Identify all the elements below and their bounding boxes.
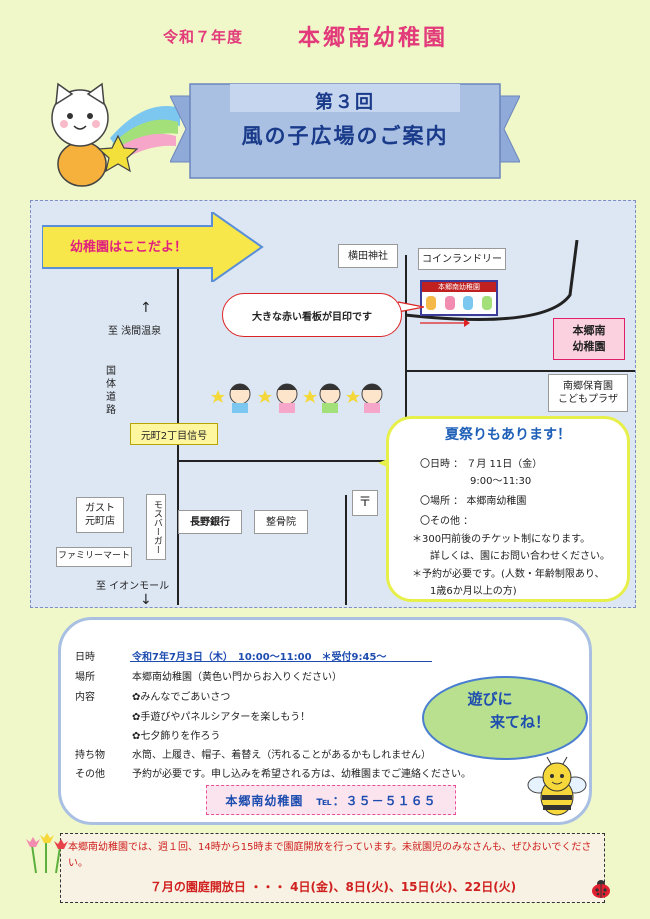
star-icon xyxy=(303,390,317,403)
festival-ticket: ＊300円前後のチケット制になります。 xyxy=(412,534,591,545)
festival-other: 〇その他 ： xyxy=(420,516,474,527)
info-label-belongings: 持ち物 xyxy=(75,750,105,761)
coin-laundry: コインランドリー xyxy=(418,248,506,270)
asobi-line2: 来てね！ xyxy=(489,713,550,732)
info-value-datetime: 令和7年7月3日（木） 10:00～11:00 ＊受付9:45～ xyxy=(132,652,387,663)
garden-opening-dates: ７月の園庭開放日 ・・・ 4日(金)、8日(火)、15日(火)、22日(火) xyxy=(149,880,517,894)
arrow-down-icon: ↓ xyxy=(140,592,152,608)
gusto-name: ガスト xyxy=(85,503,115,514)
mos-burger: モスバーガー xyxy=(146,494,166,560)
family-mart: ファミリーマート xyxy=(56,547,132,567)
cat-star-illustration xyxy=(51,82,180,187)
contact-telephone: 本郷南幼稚園 ℡：３５－５１６５ xyxy=(206,785,456,815)
festival-title: 夏祭りもあります！ xyxy=(445,427,571,443)
info-value-content-3: ✿七夕飾りを作ろう xyxy=(132,731,221,742)
plaza-name: こどもプラザ xyxy=(558,394,618,405)
callout-pointer xyxy=(398,301,424,313)
nagano-bank: 長野銀行 xyxy=(178,510,242,534)
school-name: 本郷南幼稚園 xyxy=(298,26,449,51)
road-east xyxy=(405,370,635,372)
info-label-place: 場所 xyxy=(75,672,95,683)
road-vertical xyxy=(405,255,407,440)
info-value-content-2: ✿手遊びやパネルシアターを楽しもう！ xyxy=(132,712,311,723)
title-ribbon xyxy=(170,83,520,179)
garden-opening-note xyxy=(60,833,605,903)
here-arrow xyxy=(42,212,264,282)
gusto: ガスト 元町店 xyxy=(76,497,124,533)
red-signboard: 本郷南幼稚園 xyxy=(420,280,498,316)
yokota-shrine: 横田神社 xyxy=(338,244,398,268)
info-label-content: 内容 xyxy=(75,692,95,703)
ribbon-title: 風の子広場のご案内 xyxy=(241,124,449,148)
signboard-callout: 大きな赤い看板が目印です xyxy=(222,293,402,337)
asobi-line1: 遊びに xyxy=(467,690,513,708)
seikotsu-clinic: 整骨院 xyxy=(254,510,308,534)
festival-time: 9:00～11:30 xyxy=(470,476,532,487)
nursery-plaza: 南郷保育園 こどもプラザ xyxy=(548,374,628,412)
motomachi-signal: 元町2丁目信号 xyxy=(130,423,218,445)
road-curve xyxy=(405,240,579,321)
summer-festival-box xyxy=(386,416,630,602)
event-year: 令和７年度 xyxy=(163,28,244,46)
star-icon xyxy=(211,390,225,403)
asobi-bubble xyxy=(422,676,588,760)
star-icon xyxy=(258,390,272,403)
bee-illustration xyxy=(527,756,587,816)
school-location: 本郷南 幼稚園 xyxy=(553,318,625,360)
star-icon xyxy=(346,390,360,403)
festival-place: 〇場所 ： 本郷南幼稚園 xyxy=(420,496,527,507)
nursery-name: 南郷保育園 xyxy=(563,381,613,392)
asobi-message: 遊びに 来てね！ xyxy=(440,688,570,735)
ribbon-number: 第３回 xyxy=(315,92,375,113)
tanabata-characters xyxy=(211,383,383,413)
road-south xyxy=(345,495,347,605)
info-value-belongings: 水筒、上履き、帽子、着替え（汚れることがあるかもしれません） xyxy=(132,750,431,761)
festival-age: 1歳6か月以上の方) xyxy=(430,586,517,597)
to-onsen-label: 至 浅間温泉 xyxy=(108,326,162,337)
tulip-illustration xyxy=(26,833,68,874)
garden-opening-text: 本郷南幼稚園では、週１回、14時から15時まで園庭開放を行っています。未就園児の… xyxy=(68,842,592,869)
post-office-icon: 〒 xyxy=(352,490,378,516)
school-location-line2: 幼稚園 xyxy=(572,340,606,353)
gusto-branch: 元町店 xyxy=(85,516,115,527)
festival-detail: 詳しくは、園にお問い合わせください。 xyxy=(430,551,610,562)
info-value-place: 本郷南幼稚園（黄色い門からお入りください） xyxy=(132,672,342,683)
datetime-underline xyxy=(130,661,432,662)
red-arrow-icon xyxy=(420,319,470,327)
to-aeon-label: 至 イオンモール xyxy=(96,581,170,592)
info-value-other: 予約が必要です。申し込みを希望される方は、幼稚園までご連絡ください。 xyxy=(132,769,471,780)
ladybug-icon xyxy=(592,880,610,898)
road-motomachi xyxy=(177,460,387,462)
signboard-text: 本郷南幼稚園 xyxy=(422,282,496,292)
info-value-content-1: ✿みんなでごあいさつ xyxy=(132,692,231,703)
school-location-line1: 本郷南 xyxy=(572,323,606,337)
info-label-other: その他 xyxy=(75,769,105,780)
here-arrow-label: 幼稚園はここだよ！ xyxy=(70,240,188,255)
festival-reserve: ＊予約が必要です。(人数・年齢制限あり、 xyxy=(412,569,605,580)
festival-date: 〇日時 ： ７月 11日（金） xyxy=(420,459,543,470)
info-label-datetime: 日時 xyxy=(75,652,95,663)
kokutai-road-label: 国体道路 xyxy=(106,366,116,416)
arrow-up-icon: ↑ xyxy=(140,300,152,316)
